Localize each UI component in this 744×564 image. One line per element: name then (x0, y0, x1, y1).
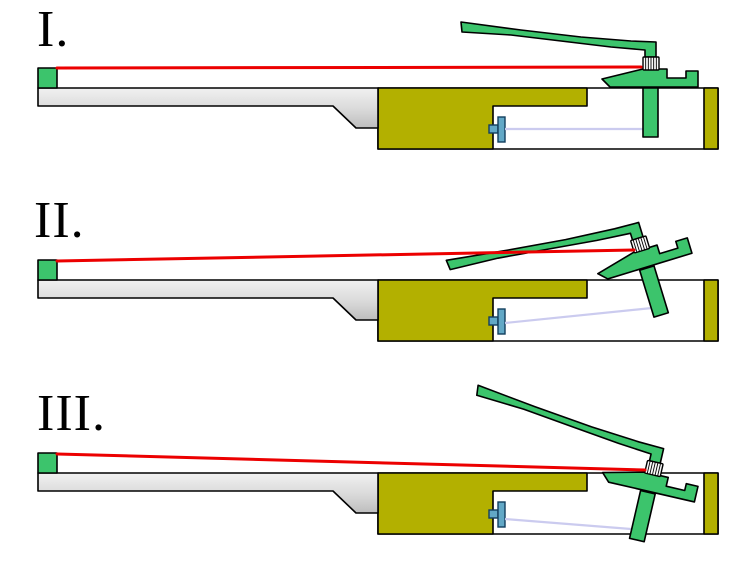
string-anchor-square (37, 259, 58, 281)
roller-ridge (640, 237, 646, 251)
string-anchor-square (37, 452, 58, 474)
string-anchor-square (37, 67, 58, 89)
housing-end-bar (703, 87, 719, 150)
stock (37, 279, 379, 321)
roller-ridge (649, 461, 654, 475)
sear-post (638, 265, 670, 318)
stage-label-2: II. (34, 192, 85, 249)
roller-ridge (637, 238, 643, 251)
panel-3 (37, 384, 719, 543)
trigger-lever-arm (476, 384, 665, 465)
housing-end-bar (703, 279, 719, 342)
housing-end-bar (703, 472, 719, 535)
spring-linkage-line (504, 517, 632, 531)
sear-post (642, 87, 659, 138)
housing-block (377, 472, 588, 535)
screw-shaft (488, 316, 499, 326)
stage-label-3: III. (37, 385, 106, 442)
trigger-assembly (460, 21, 699, 138)
spring-linkage-line (504, 306, 653, 325)
stock (37, 472, 379, 514)
screw-head (497, 308, 506, 335)
roller-ridge (654, 462, 659, 476)
trigger-lever-arm (460, 21, 657, 58)
roller-ridge (635, 238, 640, 252)
roller-ridge (632, 239, 638, 253)
screw-shaft (488, 124, 499, 134)
bowstring-line (55, 65, 643, 70)
panel-2 (37, 221, 719, 342)
housing-block (377, 279, 588, 342)
sear-plate (601, 68, 699, 88)
screw-head (497, 501, 506, 528)
screw-shaft (488, 509, 499, 519)
trigger-assembly (476, 384, 699, 543)
panel-1 (37, 21, 719, 150)
bowstring-line (55, 452, 647, 472)
bowstring-line (55, 248, 636, 263)
roller-ridge (651, 462, 656, 475)
screw-head (497, 116, 506, 143)
roller-ridge (642, 236, 648, 250)
roller-ridge (646, 460, 651, 474)
housing-block (377, 87, 588, 150)
stock (37, 87, 379, 129)
trigger-assembly (445, 221, 693, 318)
sear-post (628, 489, 656, 543)
roller-ridge (657, 463, 661, 477)
stage-label-1: I. (37, 1, 70, 58)
